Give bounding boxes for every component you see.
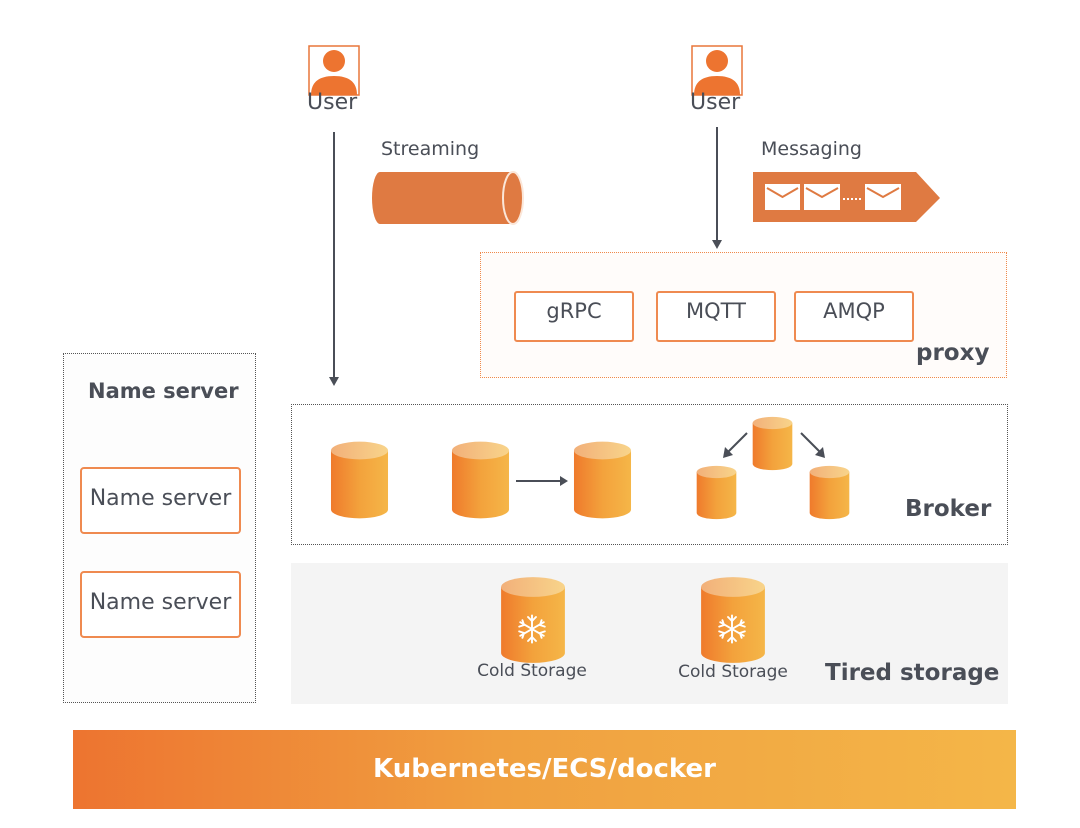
broker-node-icon <box>330 440 389 520</box>
cold-storage-label: Cold Storage <box>477 661 587 681</box>
arrow-right-icon <box>516 476 568 486</box>
snowflake-icon <box>516 613 548 645</box>
streaming-pipe-icon <box>370 170 525 226</box>
broker-node-icon <box>573 440 632 520</box>
snowflake-icon <box>716 613 748 645</box>
messaging-flow-line <box>716 127 718 240</box>
broker-title: Broker <box>905 496 992 522</box>
user-label: User <box>307 90 358 115</box>
protocol-grpc: gRPC <box>514 291 634 342</box>
cold-storage-label: Cold Storage <box>678 662 788 682</box>
protocol-amqp: AMQP <box>794 291 914 342</box>
tiered-storage-container <box>291 563 1008 704</box>
name-server-title: Name server <box>88 379 239 403</box>
tiered-storage-title: Tired storage <box>825 660 1000 686</box>
broker-node-icon <box>752 416 793 471</box>
streaming-label: Streaming <box>381 138 480 160</box>
arrow-down-right-icon <box>800 432 825 458</box>
message-queue-icon <box>753 172 943 224</box>
broker-container <box>291 404 1008 545</box>
name-server-node: Name server <box>80 467 241 534</box>
protocol-mqtt: MQTT <box>656 291 776 342</box>
broker-node-icon <box>451 440 510 520</box>
platform-bar: Kubernetes/ECS/docker <box>73 730 1016 809</box>
arrow-down-icon <box>329 377 339 386</box>
user-icon <box>308 45 360 96</box>
messaging-label: Messaging <box>761 138 862 160</box>
name-server-node: Name server <box>80 571 241 638</box>
streaming-flow-line <box>333 132 335 377</box>
user-label: User <box>690 90 741 115</box>
arrow-down-left-icon <box>723 432 748 458</box>
broker-node-icon <box>809 465 850 520</box>
broker-node-icon <box>696 465 737 520</box>
user-icon <box>691 45 743 96</box>
arrow-down-icon <box>712 240 722 249</box>
proxy-title: proxy <box>916 340 990 366</box>
